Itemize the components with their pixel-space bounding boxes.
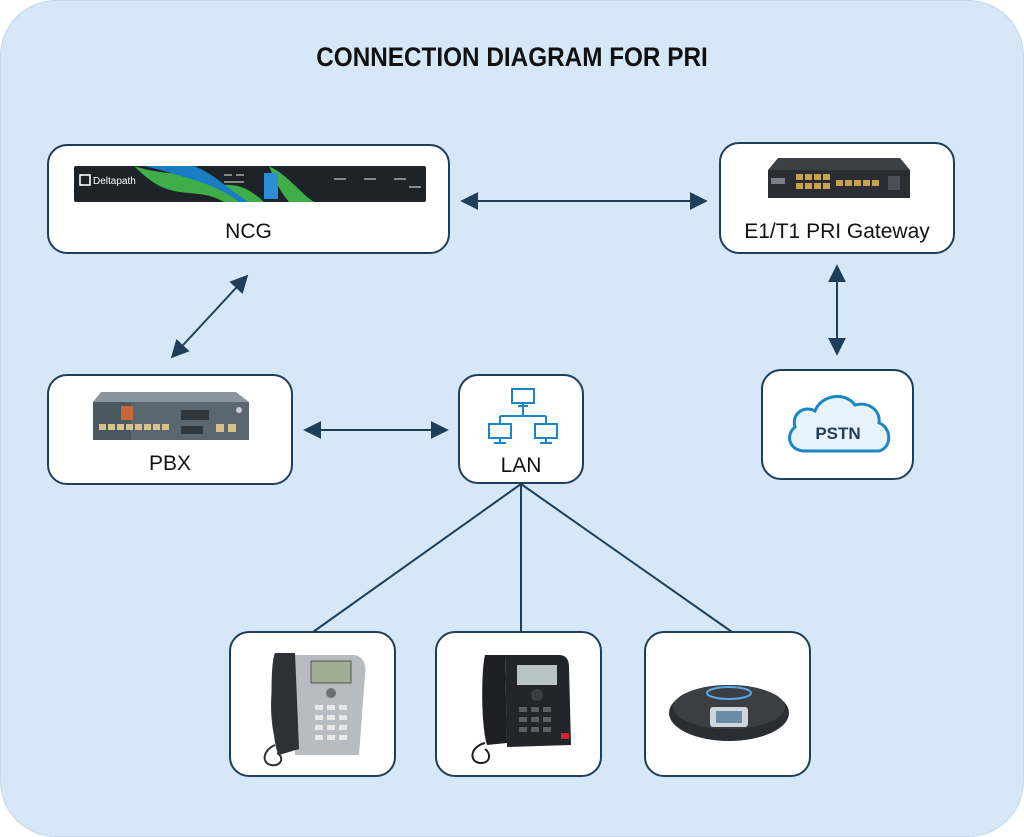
ip-phone-icon [471, 655, 571, 765]
lan-label: LAN [500, 454, 542, 477]
ncg-device-icon: Deltapath [74, 166, 426, 202]
pstn-label: PSTN [815, 424, 860, 443]
lan-node: LAN [458, 374, 584, 484]
ip-phone-node [435, 631, 602, 777]
cloud-icon: PSTN [788, 395, 891, 453]
desk-phone-node [229, 631, 396, 777]
conference-phone-icon [669, 685, 789, 741]
gateway-device-icon [768, 158, 910, 198]
pbx-label: PBX [148, 452, 192, 475]
desk-phone-icon [263, 653, 366, 767]
gateway-node: E1/T1 PRI Gateway [719, 142, 955, 254]
link-lan-phone-1 [312, 483, 522, 633]
link-lan-phone-3 [520, 483, 733, 633]
ncg-label: NCG [225, 220, 272, 243]
link-ncg-pbx [170, 274, 249, 359]
network-icon [488, 388, 558, 444]
conference-phone-node [644, 631, 811, 777]
pbx-device-icon [93, 392, 249, 440]
pstn-node: PSTN [761, 369, 914, 480]
diagram-title: CONNECTION DIAGRAM FOR PRI [316, 42, 708, 72]
pbx-node: PBX [47, 374, 293, 485]
gateway-label: E1/T1 PRI Gateway [744, 220, 930, 243]
ncg-node: Deltapath NCG [47, 144, 450, 254]
ncg-brand-text: Deltapath [93, 176, 136, 187]
